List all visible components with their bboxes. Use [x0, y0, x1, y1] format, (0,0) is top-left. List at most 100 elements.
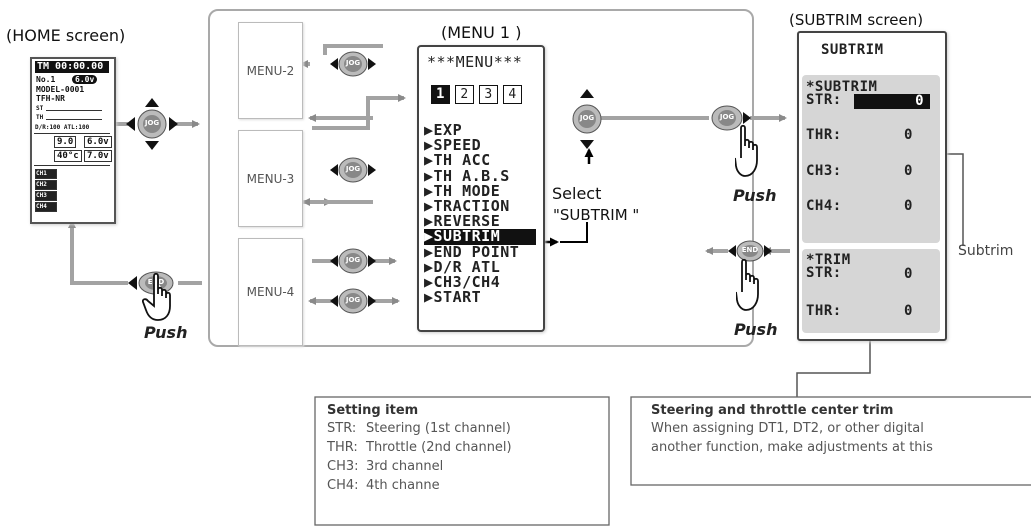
- menu-item-reverse[interactable]: ▶REVERSE: [424, 212, 501, 231]
- setting-desc: 3rd channel: [366, 459, 444, 474]
- end-button-subtrim[interactable]: END: [728, 238, 772, 264]
- menu-3-box[interactable]: MENU-3: [238, 130, 303, 227]
- home-model-no: No.1: [36, 75, 56, 84]
- hand-icon: [736, 258, 759, 311]
- hand-icon: [735, 124, 758, 177]
- trim-group: *TRIM STR: 0 THR: 0: [802, 249, 940, 333]
- end-label: END: [741, 246, 759, 254]
- home-model: MODEL-0001: [36, 85, 85, 94]
- subtrim-callout: Subtrim: [958, 243, 1014, 259]
- home-ch-row: CH3: [35, 191, 57, 201]
- home-temp: 40°c: [54, 150, 82, 162]
- menu-item-end-point[interactable]: ▶END POINT: [424, 242, 520, 261]
- jog-label: JOG: [579, 114, 595, 122]
- home-type: TFH-NR: [36, 94, 65, 103]
- setting-key: THR:: [327, 440, 358, 455]
- setting-item-box: Setting item STR:Steering (1st channel) …: [327, 403, 607, 497]
- ch3-label: CH3:: [806, 163, 842, 179]
- menu-2-box[interactable]: MENU-2: [238, 22, 303, 119]
- setting-title: Setting item: [327, 403, 419, 418]
- menu-item-traction[interactable]: ▶TRACTION: [424, 197, 510, 216]
- str-label: STR:: [806, 92, 842, 108]
- menu-item-dr-atl[interactable]: ▶D/R ATL: [424, 257, 501, 276]
- jog-button-menu2[interactable]: JOG: [330, 50, 376, 78]
- menu-item-speed[interactable]: ▶SPEED: [424, 136, 482, 155]
- jog-label: JOG: [345, 296, 361, 304]
- home-v3: 7.0v: [84, 150, 112, 162]
- trim-thr-value[interactable]: 0: [904, 303, 913, 319]
- menu-4-box[interactable]: MENU-4: [238, 238, 303, 346]
- push-label-end: Push: [734, 320, 778, 339]
- subtrim-screen-label: (SUBTRIM screen): [789, 11, 924, 29]
- trim-line2: another function, make adjustments at th…: [651, 440, 933, 455]
- home-ch-row: CH1: [35, 169, 57, 179]
- menu-group-frame: [208, 9, 754, 347]
- home-dr: D/R:100 ATL:100: [35, 124, 90, 131]
- jog-label: JOG: [345, 59, 361, 67]
- setting-key: CH3:: [327, 459, 359, 474]
- thr-value[interactable]: 0: [904, 127, 913, 143]
- setting-key: CH4:: [327, 478, 359, 493]
- select-note-line2: "SUBTRIM ": [553, 206, 640, 224]
- home-v1: 9.0: [54, 136, 77, 148]
- menu-item-th-mode[interactable]: ▶TH MODE: [424, 181, 501, 200]
- jog-button-start[interactable]: JOG: [330, 287, 376, 315]
- ch3-value[interactable]: 0: [904, 163, 913, 179]
- trim-line1: When assigning DT1, DT2, or other digita…: [651, 421, 924, 436]
- menu1-header: ***MENU***: [427, 53, 523, 71]
- home-ch-row: CH2: [35, 180, 57, 190]
- home-th: TH: [36, 114, 44, 121]
- setting-box-frame: [314, 396, 610, 526]
- trim-str-value[interactable]: 0: [904, 266, 913, 282]
- menu-item-th-abs[interactable]: ▶TH A.B.S: [424, 166, 510, 185]
- home-ch-row: CH4: [35, 202, 57, 212]
- page-tab-1[interactable]: 1: [431, 85, 450, 104]
- menu1-pages: 1 2 3 4: [431, 85, 522, 104]
- subtrim-title: SUBTRIM: [821, 42, 884, 58]
- menu-item-th-acc[interactable]: ▶TH ACC: [424, 151, 491, 170]
- push-label-home: Push: [144, 323, 188, 342]
- thr-label: THR:: [806, 127, 842, 143]
- menu-item-ch3-ch4[interactable]: ▶CH3/CH4: [424, 273, 501, 292]
- subtrim-group-title: *SUBTRIM: [806, 79, 878, 95]
- setting-desc: Throttle (2nd channel): [366, 440, 512, 455]
- page-tab-3[interactable]: 3: [479, 85, 498, 104]
- menu1-item-list: ▶EXP ▶SPEED ▶TH ACC ▶TH A.B.S ▶TH MODE ▶…: [424, 121, 536, 307]
- page-tab-4[interactable]: 4: [503, 85, 522, 104]
- menu-item-exp[interactable]: ▶EXP: [424, 121, 463, 139]
- trim-title: Steering and throttle center trim: [651, 403, 894, 418]
- jog-label: JOG: [345, 256, 361, 264]
- jog-label: JOG: [144, 119, 160, 127]
- jog-button-menu1[interactable]: JOG: [572, 89, 602, 149]
- page-tab-2[interactable]: 2: [455, 85, 474, 104]
- select-note-line1: Select: [552, 184, 602, 203]
- ch4-label: CH4:: [806, 198, 842, 214]
- setting-key: STR:: [327, 421, 357, 436]
- str-value[interactable]: 0: [854, 93, 930, 109]
- push-label-subtrim: Push: [733, 186, 777, 205]
- menu-item-subtrim[interactable]: ▶SUBTRIM: [424, 229, 536, 245]
- jog-button-subtrim[interactable]: JOG: [705, 104, 751, 132]
- subtrim-screen: SUBTRIM *SUBTRIM STR: 0 THR: 0 CH3: 0 CH…: [797, 31, 947, 341]
- ch4-value[interactable]: 0: [904, 198, 913, 214]
- setting-desc: Steering (1st channel): [366, 421, 511, 436]
- home-lcd: TM 00:00.00 No.1 6.0v MODEL-0001 TFH-NR …: [30, 57, 116, 224]
- home-timer: TM 00:00.00: [35, 61, 109, 73]
- home-voltage: 6.0v: [72, 75, 98, 84]
- menu1-screen: ***MENU*** 1 2 3 4 ▶EXP ▶SPEED ▶TH ACC ▶…: [417, 45, 545, 332]
- trim-str-label: STR:: [806, 265, 842, 281]
- menu-item-start[interactable]: ▶START: [424, 288, 482, 307]
- jog-label: JOG: [345, 165, 361, 173]
- trim-group-title: *TRIM: [806, 252, 851, 268]
- hand-icon: [142, 272, 171, 321]
- trim-box-frame: [630, 396, 1031, 486]
- jog-button-home[interactable]: JOG: [126, 98, 178, 150]
- trim-info-box: Steering and throttle center trim When a…: [651, 403, 1031, 459]
- home-v2: 6.0v: [84, 136, 112, 148]
- home-st: ST: [36, 105, 44, 112]
- jog-button-menu4[interactable]: JOG: [330, 247, 376, 275]
- trim-thr-label: THR:: [806, 303, 842, 319]
- jog-label: JOG: [719, 113, 735, 121]
- menu1-label: (MENU 1 ): [441, 23, 522, 42]
- jog-button-menu3[interactable]: JOG: [330, 156, 376, 184]
